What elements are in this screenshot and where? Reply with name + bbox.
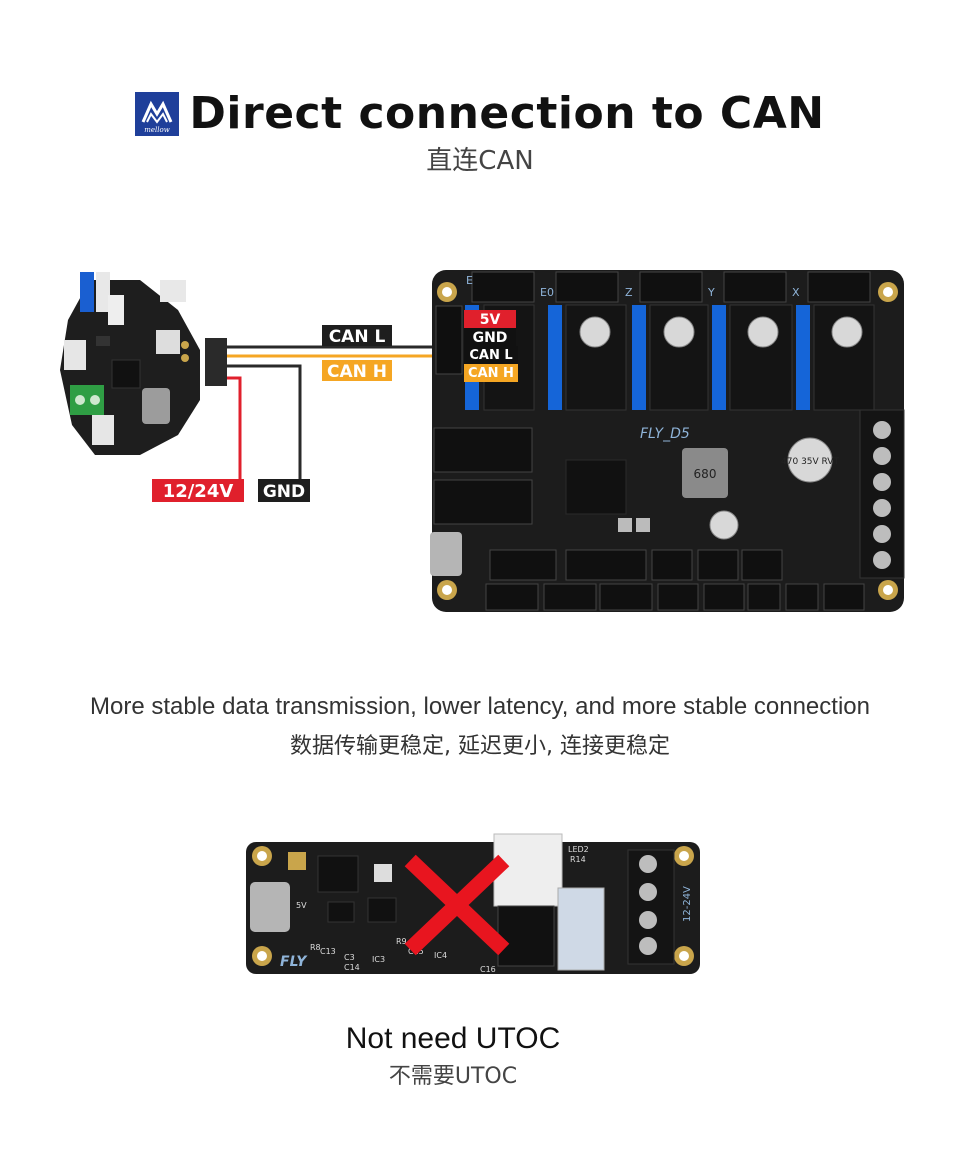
gnd-label-bg <box>258 479 310 502</box>
utoc-brand: FLY <box>280 954 308 970</box>
svg-text:mellow: mellow <box>145 126 170 134</box>
utoc-voltage: 12-24V <box>682 886 693 922</box>
can-l-label: CAN L <box>329 327 386 347</box>
axis-label-e0: E0 <box>540 286 554 299</box>
mellow-logo-icon: mellow <box>142 100 173 134</box>
mcu-chip <box>565 459 627 515</box>
can-h-label: CAN H <box>327 362 387 382</box>
can-l-label-bg <box>322 325 392 346</box>
utoc-board: 12-24V LED2 R14 5V R8 C13 C14 C3 R9 C15 … <box>246 833 700 974</box>
axis-label-z: Z <box>625 286 633 299</box>
pin-gnd-label: GND <box>473 330 508 346</box>
fly-d5-mainboard: E E0 Z Y X 470 35V RVT 5V GND <box>430 270 905 612</box>
caption-english: More stable data transmission, lower lat… <box>90 693 870 720</box>
gnd-wire <box>227 364 302 482</box>
inductor-text: 680 <box>694 467 717 481</box>
axis-label-y: Y <box>707 286 715 299</box>
pin-can-h-label: CAN H <box>468 366 514 381</box>
power-wire <box>227 376 242 482</box>
big-capacitor-text: 470 35V RVT <box>781 457 839 467</box>
pin-can-l-bg <box>464 346 518 364</box>
silk-ic4: IC4 <box>434 951 447 960</box>
power-label: 12/24V <box>163 481 234 502</box>
silk-c3: C3 <box>344 953 355 962</box>
page-title: Direct connection to CAN <box>189 88 825 139</box>
silk-c13: C13 <box>320 947 336 956</box>
silk-c16: C16 <box>480 965 496 974</box>
pin-can-h-bg <box>464 364 518 382</box>
power-label-bg <box>152 479 244 502</box>
can-h-label-bg <box>322 360 392 381</box>
red-x-icon <box>404 854 510 956</box>
pin-can-l-label: CAN L <box>469 348 512 363</box>
usb-c-port <box>430 532 462 576</box>
caption-chinese: 数据传输更稳定, 延迟更小, 连接更稳定 <box>290 734 670 759</box>
board-name: FLY_D5 <box>640 426 690 442</box>
header: mellow Direct connection to CAN <box>0 88 960 139</box>
footer-chinese: 不需要UTOC <box>388 1064 518 1089</box>
toolhead-board <box>60 272 227 455</box>
pin-gnd-bg <box>464 328 516 346</box>
silk-c14: C14 <box>344 963 360 972</box>
gnd-label: GND <box>263 482 305 502</box>
silk-led2: LED2 <box>568 845 589 854</box>
capacitors: 470 35V RVT <box>579 316 863 540</box>
utoc-usb-c <box>250 882 290 932</box>
silk-r8: R8 <box>310 943 321 952</box>
pin-5v-label: 5V <box>480 312 501 328</box>
axis-label-e: E <box>466 274 473 287</box>
footer-english: Not need UTOC <box>345 1022 561 1055</box>
mellow-logo: mellow <box>135 91 180 136</box>
silk-r9: R9 <box>396 937 407 946</box>
wires <box>227 345 462 482</box>
silk-ic3: IC3 <box>372 955 385 964</box>
silk-r14: R14 <box>570 855 586 864</box>
page-subtitle: 直连CAN <box>426 146 534 176</box>
axis-label-x: X <box>792 286 800 299</box>
pin-5v-bg <box>464 310 516 328</box>
silk-5v: 5V <box>296 901 307 910</box>
inductor <box>682 448 728 498</box>
can-connection-diagram: CAN L CAN H 12/24V GND E E0 Z Y X <box>60 270 905 612</box>
